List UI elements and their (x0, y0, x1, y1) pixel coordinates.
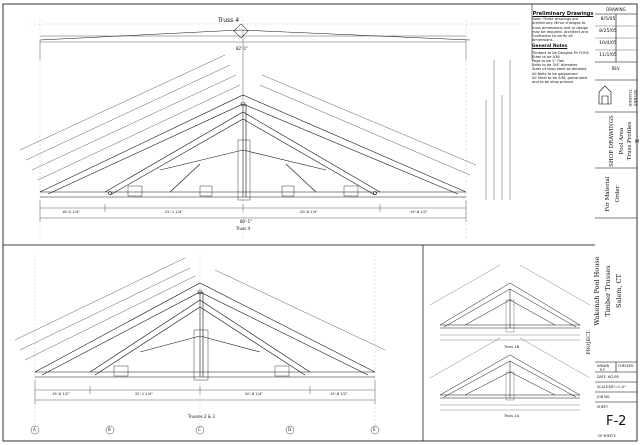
drawing-subject-3: X (635, 101, 640, 181)
lower-dimension-chain (34, 380, 376, 404)
grid-lines-lower (34, 255, 376, 425)
overall-dim-top: 82'-1" (236, 46, 249, 51)
ridge-elevation-sketch (39, 23, 471, 41)
grid-lines-top (30, 20, 520, 240)
truss-1a-dims (429, 337, 591, 411)
sheet-label: SHEET (597, 405, 609, 409)
preliminary-note: Note: These drawings are preliminary. Mi… (532, 17, 589, 43)
drawn-label: DRAWN (597, 364, 610, 368)
lower-segment-2: 22'-1 1/4" (135, 392, 153, 396)
job-no-label: JOB NO. (597, 395, 611, 399)
lower-rafter-dims (14, 257, 386, 361)
date-3: 10/4/05 (599, 41, 617, 46)
date-label: DATE (597, 375, 606, 379)
for-material-2: Order (615, 185, 621, 203)
revision-label: REV. (611, 66, 621, 71)
grid-bubbles (30, 425, 380, 435)
general-notes-title: General Notes (532, 44, 568, 50)
checked-label: CHECKED (618, 364, 634, 368)
date-2: 8/25/05 (599, 29, 617, 34)
project-line-1: Wakenah Pool House (593, 256, 601, 326)
sheets-of: OF SHEETS (598, 434, 616, 438)
truss-1b-dims (429, 264, 591, 341)
general-note-1: Timbers to be Douglas Fir FOHC (532, 50, 590, 55)
trusses-2-3-elevation (34, 282, 376, 381)
general-note-7: All Steel to be A36, galvanized and to b… (532, 75, 588, 85)
date-value: 6/2/05 (608, 375, 619, 379)
bottom-segment-1: 18'-0 1/4" (62, 210, 80, 214)
truss-1b-elevation (439, 282, 581, 333)
company-logo-icon (598, 85, 612, 105)
general-note-6: All Bolts to be galvanized (532, 71, 578, 76)
grid-marker-e: E (373, 427, 376, 432)
scale-value: 3/8"=1'-0" (608, 385, 626, 389)
view-label-truss-1b: Truss 1B (504, 345, 520, 349)
bottom-segment-3: 20'-6 1/4" (300, 210, 318, 214)
drawn-value: E.F. (600, 368, 606, 372)
grid-marker-d: D (288, 427, 292, 432)
overall-dim-bottom: 80'-1" (240, 219, 253, 224)
general-note-3: Pegs to be 1" Oak (532, 59, 565, 64)
for-material-1: For Material (605, 176, 611, 212)
view-label-trusses-2-3: Trusses 2 & 3 (188, 414, 215, 419)
view-label-truss-4: Truss 4 (236, 226, 251, 231)
top-dimension-chain (39, 30, 467, 222)
drawing-label: DRAWING (606, 7, 626, 12)
general-note-2: Steel to be A36 (532, 54, 560, 59)
sheet-number: F-2 (606, 414, 627, 429)
bottom-segment-4: 19'-8 1/2" (410, 210, 428, 214)
rafter-dimension-lines (19, 54, 477, 181)
view-title-truss-4: Truss 4 (218, 17, 240, 24)
lower-segment-4: 19'-8 1/2" (330, 392, 348, 396)
preliminary-title: Preliminary Drawings (532, 11, 594, 17)
grid-marker-a: A (33, 427, 36, 432)
general-note-4: Bolts to be 3/4" diameter (532, 63, 578, 68)
grid-marker-b: B (108, 427, 111, 432)
notes-block: Preliminary Drawings Note: These drawing… (532, 11, 594, 85)
scale-label: SCALE (597, 385, 608, 389)
vertical-dims-right (485, 60, 511, 200)
general-note-5: Sizes of shop steel as detailed (532, 67, 587, 72)
bottom-segment-2: 22'-1 1/4" (165, 210, 183, 214)
view-label-truss-1a: Truss 1A (504, 414, 520, 418)
lower-segment-1: 19'-6 1/2" (52, 392, 70, 396)
date-1: 8/5/05 (600, 17, 616, 22)
grid-marker-c: C (198, 427, 201, 432)
lower-segment-3: 20'-6 1/4" (245, 392, 263, 396)
project-line-3: Salem, CT (615, 274, 623, 308)
date-4: 11/1/05 (599, 53, 617, 58)
truss-4-elevation (39, 94, 467, 201)
project-line-2: Timber Trusses (604, 265, 612, 317)
truss-1a-elevation (439, 354, 581, 401)
date-row-lines (595, 25, 637, 51)
